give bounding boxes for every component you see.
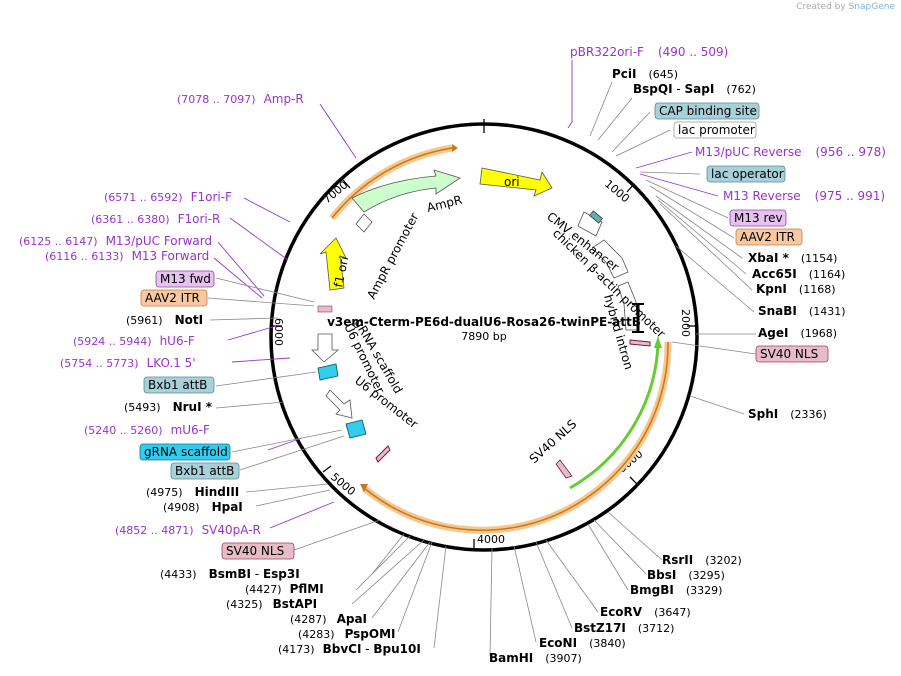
- hybrid-intron-feature: [617, 281, 639, 331]
- enzyme-label: (4325)BstAPI: [226, 597, 317, 611]
- enzyme-label: BmgBI(3329): [630, 583, 722, 597]
- primer-label: (6571 .. 6592)F1ori-F: [104, 190, 232, 204]
- feature-label-ampr-promoter: AmpR promoter: [364, 211, 421, 302]
- grna-scaffold-feature-1: [317, 363, 339, 381]
- feature-box: [155, 270, 215, 288]
- enzyme-label: KpnI(1168): [756, 282, 835, 296]
- bottom-left-labels: (4433)BsmBI - Esp3I (4427)PflMI (4325)Bs…: [160, 567, 421, 656]
- feature-box: [221, 542, 295, 560]
- right-labels: pBR322ori-F(490 .. 509) PciI(645) BspQI …: [570, 45, 886, 421]
- enzyme-label: PciI(645): [612, 67, 678, 81]
- feature-box-text: Bxb1 attB: [148, 378, 207, 392]
- enzyme-label: (5493)NruI *: [124, 400, 213, 414]
- feature-box-text: Bxb1 attB: [175, 464, 234, 478]
- enzyme-label: (4173)BbvCI - Bpu10I: [278, 642, 421, 656]
- ori-feature: [479, 167, 553, 197]
- enzyme-label: (4283)PspOMI: [298, 627, 396, 641]
- brand-name: SnapGene: [848, 2, 895, 12]
- enzyme-label: Acc65I(1164): [752, 267, 845, 281]
- feature-box: [140, 289, 208, 307]
- feature-box: [735, 228, 803, 246]
- feature-arc-orange-bottom-line: [363, 341, 669, 531]
- enzyme-label: EcoRV(3647): [600, 605, 691, 619]
- nls-marker-right: [629, 339, 651, 347]
- u6-promoter-feature-1: [311, 333, 340, 363]
- snapgene-credit: Created by SnapGene: [796, 2, 895, 12]
- bottom-right-leaders: [489, 511, 663, 657]
- feature-arc-orange-top-line: [331, 147, 453, 219]
- feature-arc-green: [569, 343, 660, 490]
- bottom-left-leaders: [351, 533, 447, 649]
- f1-ori-feature: [319, 237, 347, 291]
- enzyme-label: (4908)HpaI: [163, 500, 243, 514]
- feature-label-f1-ori: f1 ori: [331, 255, 351, 289]
- left-labels: (7078 .. 7097)Amp-R (6571 .. 6592)F1ori-…: [19, 92, 304, 560]
- feature-box: [139, 443, 231, 461]
- tick-label: 2000: [679, 309, 692, 337]
- feature-box-text: CAP binding site: [659, 104, 757, 118]
- chicken-actin-promoter-feature: [591, 239, 629, 279]
- feature-box: [729, 209, 787, 227]
- feature-box: [654, 102, 760, 120]
- left-leaders: [207, 103, 381, 551]
- bottom-right-labels: RsrII(3202) BbsI(3295) BmgBI(3329) EcoRV…: [489, 553, 742, 665]
- feature-box: [706, 165, 786, 183]
- enzyme-label: BamHI(3907): [489, 651, 582, 665]
- enzyme-label: SnaBI(1431): [758, 304, 845, 318]
- feature-box-text: M13 fwd: [160, 272, 211, 286]
- primer-label: (6116 .. 6133)M13 Forward: [45, 249, 209, 263]
- enzyme-label: XbaI *(1154): [748, 251, 837, 265]
- feature-box-text: gRNA scaffold: [144, 445, 228, 459]
- feature-box: [143, 376, 215, 394]
- enzyme-label: (4433)BsmBI - Esp3I: [160, 567, 300, 581]
- feature-box-text: M13 rev: [734, 211, 783, 225]
- sv40-nls-feature: [555, 459, 573, 479]
- right-leaders: [567, 60, 757, 415]
- enzyme-label: AgeI(1968): [758, 326, 837, 340]
- feature-box-text: lac operator: [711, 167, 784, 181]
- primer-label: (5754 .. 5773)LKO.1 5': [60, 356, 196, 370]
- primer-label: (6361 .. 6380)F1ori-R: [91, 212, 220, 226]
- primer-label: (5924 .. 5944)hU6-F: [73, 334, 195, 348]
- primer-label: (4852 .. 4871)SV40pA-R: [115, 523, 261, 537]
- feature-box-text: SV40 NLS: [760, 347, 818, 361]
- enzyme-label: SphI(2336): [748, 407, 827, 421]
- primer-label: (6125 .. 6147)M13/pUC Forward: [19, 234, 212, 248]
- u6-promoter-feature-2: [325, 389, 353, 419]
- primer-label: pBR322ori-F(490 .. 509): [570, 45, 728, 59]
- feature-label-ampr: AmpR: [425, 193, 463, 215]
- ampr-feature: [351, 169, 461, 213]
- enzyme-label: EcoNI(3840): [539, 636, 626, 650]
- primer-label: M13 Reverse(975 .. 991): [723, 189, 885, 203]
- feature-box: [673, 121, 757, 139]
- nls-marker-left: [375, 445, 391, 463]
- feature-box: [755, 345, 829, 363]
- enzyme-label: (5961)NotI: [126, 313, 203, 327]
- primer-label: (5240 .. 5260)mU6-F: [84, 423, 210, 437]
- enzyme-label: (4427)PflMI: [245, 582, 324, 596]
- grna-scaffold-feature-2: [345, 419, 367, 439]
- feature-box: [170, 462, 240, 480]
- primer-label: M13/pUC Reverse(956 .. 978): [695, 145, 886, 159]
- enzyme-label: RsrII(3202): [662, 553, 742, 567]
- plasmid-length: 7890 bp: [461, 330, 506, 343]
- feature-box-text: AAV2 ITR: [145, 291, 200, 305]
- enzyme-label: BbsI(3295): [647, 568, 725, 582]
- enzyme-label: (4287)ApaI: [290, 612, 367, 626]
- enzyme-label: (4975)HindIII: [146, 485, 239, 499]
- feature-label-ori: ori: [504, 175, 520, 189]
- ampr-promoter-feature: [355, 213, 373, 233]
- feature-label-sv40-nls: SV40 NLS: [527, 417, 580, 466]
- credit-text: Created by: [796, 2, 846, 12]
- feature-box-text: lac promoter: [678, 123, 755, 137]
- primer-label: (7078 .. 7097)Amp-R: [177, 92, 304, 106]
- plasmid-name: v3em-Cterm-PE6d-dualU6-Rosa26-twinPE-att…: [327, 315, 641, 329]
- tick-label: 4000: [477, 533, 505, 546]
- enzyme-label: BspQI - SapI(762): [633, 82, 756, 96]
- feature-box-text: AAV2 ITR: [740, 230, 795, 244]
- enzyme-label: BstZ17I(3712): [574, 621, 674, 635]
- tick-label: 6000: [272, 318, 285, 346]
- feature-box-text: SV40 NLS: [226, 544, 284, 558]
